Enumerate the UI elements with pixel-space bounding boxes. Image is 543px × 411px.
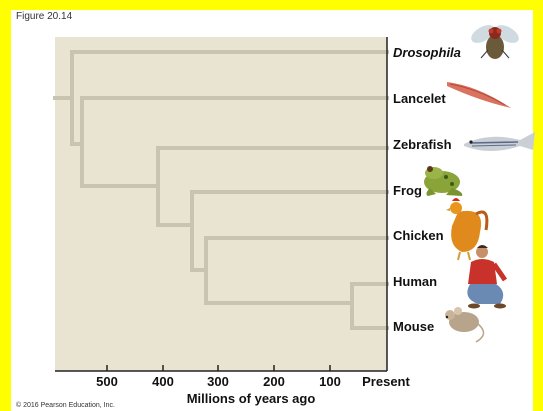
frog-icon <box>424 166 462 196</box>
tick-label-500: 500 <box>96 374 118 389</box>
taxon-label-mouse: Mouse <box>393 319 434 334</box>
taxon-label-zebrafish: Zebrafish <box>393 137 452 152</box>
copyright-notice: © 2016 Pearson Education, Inc. <box>16 402 115 409</box>
taxon-label-chicken: Chicken <box>393 228 444 243</box>
tick-label-300: 300 <box>207 374 229 389</box>
taxon-label-drosophila: Drosophila <box>393 45 461 60</box>
tick-label-present: Present <box>362 374 410 389</box>
tick-label-400: 400 <box>152 374 174 389</box>
tree-panel <box>55 37 387 371</box>
tick-label-200: 200 <box>263 374 285 389</box>
axis-title: Millions of years ago <box>187 391 316 406</box>
tick-label-100: 100 <box>319 374 341 389</box>
human-icon <box>467 245 506 309</box>
lancelet-icon <box>447 82 511 108</box>
fly-icon <box>468 21 522 59</box>
taxon-label-frog: Frog <box>393 183 422 198</box>
mouse-icon <box>445 307 484 342</box>
fish-icon <box>464 132 535 151</box>
taxon-label-lancelet: Lancelet <box>393 91 446 106</box>
taxon-label-human: Human <box>393 274 437 289</box>
